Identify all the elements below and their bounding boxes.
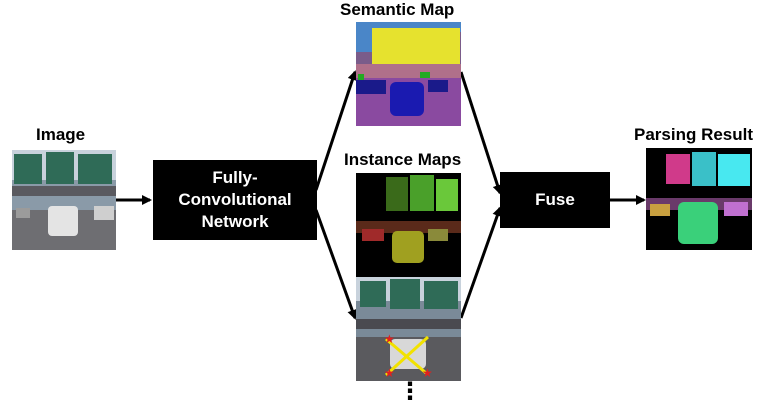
fuse-box: Fuse	[500, 172, 610, 228]
input-street-image	[12, 150, 116, 250]
instance-map-thumbnail-2: ★ ★ ★	[356, 277, 461, 381]
parsing-result-label: Parsing Result	[634, 125, 754, 144]
parsing-result-thumbnail	[646, 148, 752, 250]
arrow-semantic-to-fuse	[459, 71, 503, 195]
street-scene-thumbnail	[12, 150, 116, 250]
fuse-label: Fuse	[535, 190, 575, 209]
arrow-fcn-to-instance	[314, 209, 357, 320]
arrow-instance-to-fuse	[459, 206, 503, 319]
instance-map-image-2: ★ ★ ★	[356, 277, 461, 381]
parsing-result-image	[646, 148, 752, 250]
fcn-line-2: Convolutional	[178, 190, 292, 209]
svg-text:★: ★	[384, 366, 395, 380]
fcn-line-3: Network	[201, 212, 269, 231]
instance-maps-label: Instance Maps	[344, 150, 462, 169]
semantic-map-thumbnail	[356, 22, 461, 126]
arrow-fcn-to-semantic	[314, 70, 358, 191]
image-label: Image	[36, 125, 86, 144]
fcn-box: Fully- Convolutional Network	[153, 160, 317, 240]
svg-text:★: ★	[384, 332, 395, 346]
instance-map-thumbnail-1	[356, 173, 461, 277]
instance-map-image-1	[356, 173, 461, 277]
continuation-dots: ⋮	[398, 378, 422, 405]
semantic-map-image	[356, 22, 461, 126]
fcn-line-1: Fully-	[212, 168, 258, 187]
svg-text:★: ★	[422, 366, 433, 380]
semantic-map-label: Semantic Map	[340, 0, 455, 19]
